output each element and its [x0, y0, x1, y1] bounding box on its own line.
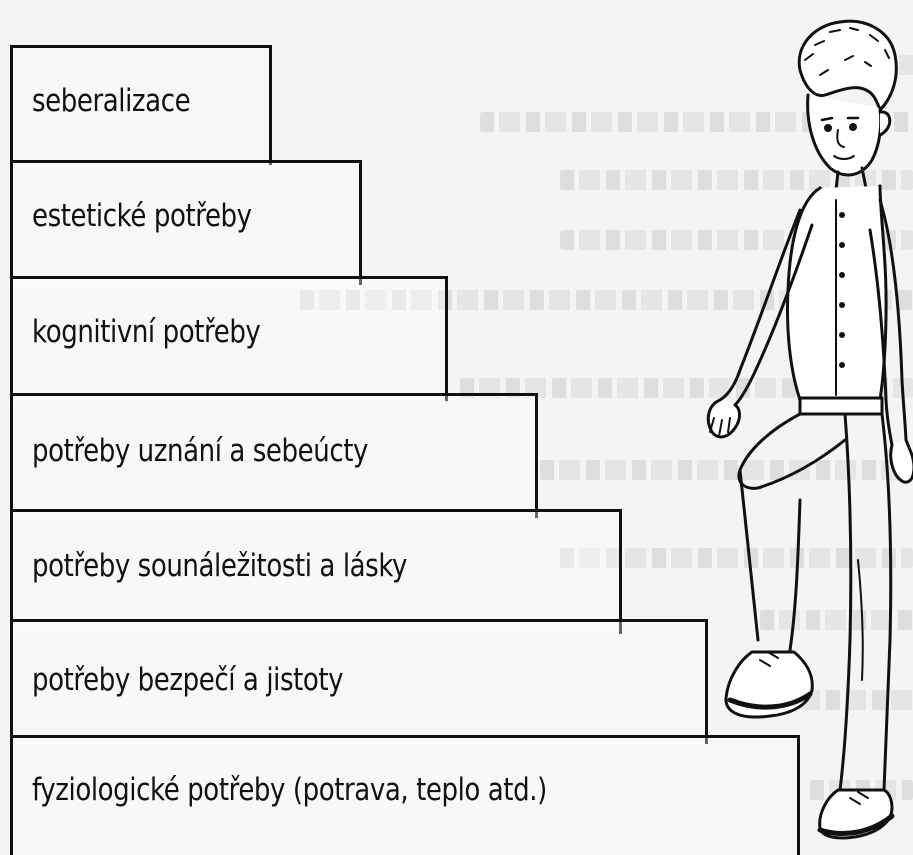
- step-label: potřeby sounáležitosti a lásky: [32, 548, 407, 584]
- step-label: fyziologické potřeby (potrava, teplo atd…: [32, 772, 547, 808]
- step-label: potřeby uznání a sebeúcty: [32, 433, 368, 469]
- step-label: estetické potřeby: [32, 198, 252, 234]
- step-label: kognitivní potřeby: [32, 314, 260, 350]
- step-label: seberalizace: [32, 83, 190, 119]
- boy-climbing-stairs-icon: [690, 10, 913, 847]
- step-label: potřeby bezpečí a jistoty: [32, 662, 343, 698]
